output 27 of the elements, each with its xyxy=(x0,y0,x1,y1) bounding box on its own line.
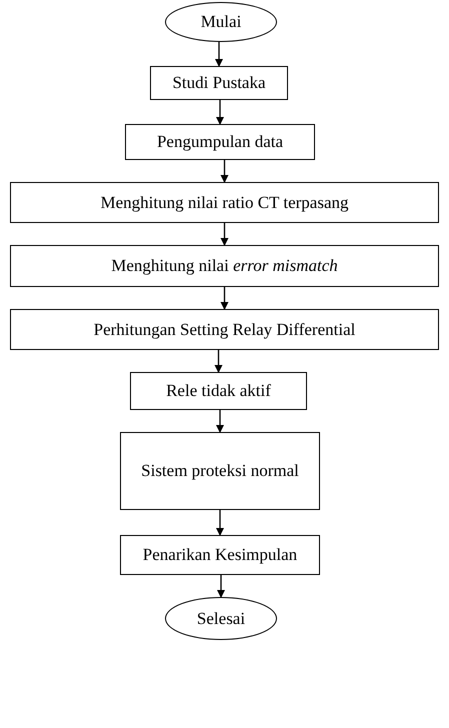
arrow xyxy=(220,160,228,183)
arrow xyxy=(214,350,222,373)
process-box xyxy=(120,432,320,510)
node-label: Selesai xyxy=(196,608,246,630)
process-box xyxy=(10,245,439,287)
process-box xyxy=(10,182,439,223)
process-box xyxy=(120,535,320,575)
process-box xyxy=(10,309,439,350)
process-box xyxy=(130,372,307,410)
node-label: Perhitungan Setting Relay Differential xyxy=(94,318,356,341)
node-label: Mulai xyxy=(200,11,242,34)
arrow xyxy=(216,100,224,125)
node-label: Sistem proteksi normal xyxy=(141,460,299,482)
process-box xyxy=(125,124,315,160)
arrow xyxy=(217,575,225,598)
node-label: Rele tidak aktif xyxy=(166,380,271,402)
arrow xyxy=(220,223,228,246)
node-label: Menghitung nilai error mismatch xyxy=(111,255,338,278)
process-box xyxy=(150,66,288,100)
node-label: Pengumpulan data xyxy=(156,131,284,154)
arrow xyxy=(216,410,224,433)
node-label: Studi Pustaka xyxy=(172,72,266,94)
arrow xyxy=(220,287,228,310)
arrow xyxy=(215,42,223,67)
arrow xyxy=(216,510,224,536)
node-label: Menghitung nilai ratio CT terpasang xyxy=(100,192,349,214)
node-label: Penarikan Kesimpulan xyxy=(142,544,298,566)
